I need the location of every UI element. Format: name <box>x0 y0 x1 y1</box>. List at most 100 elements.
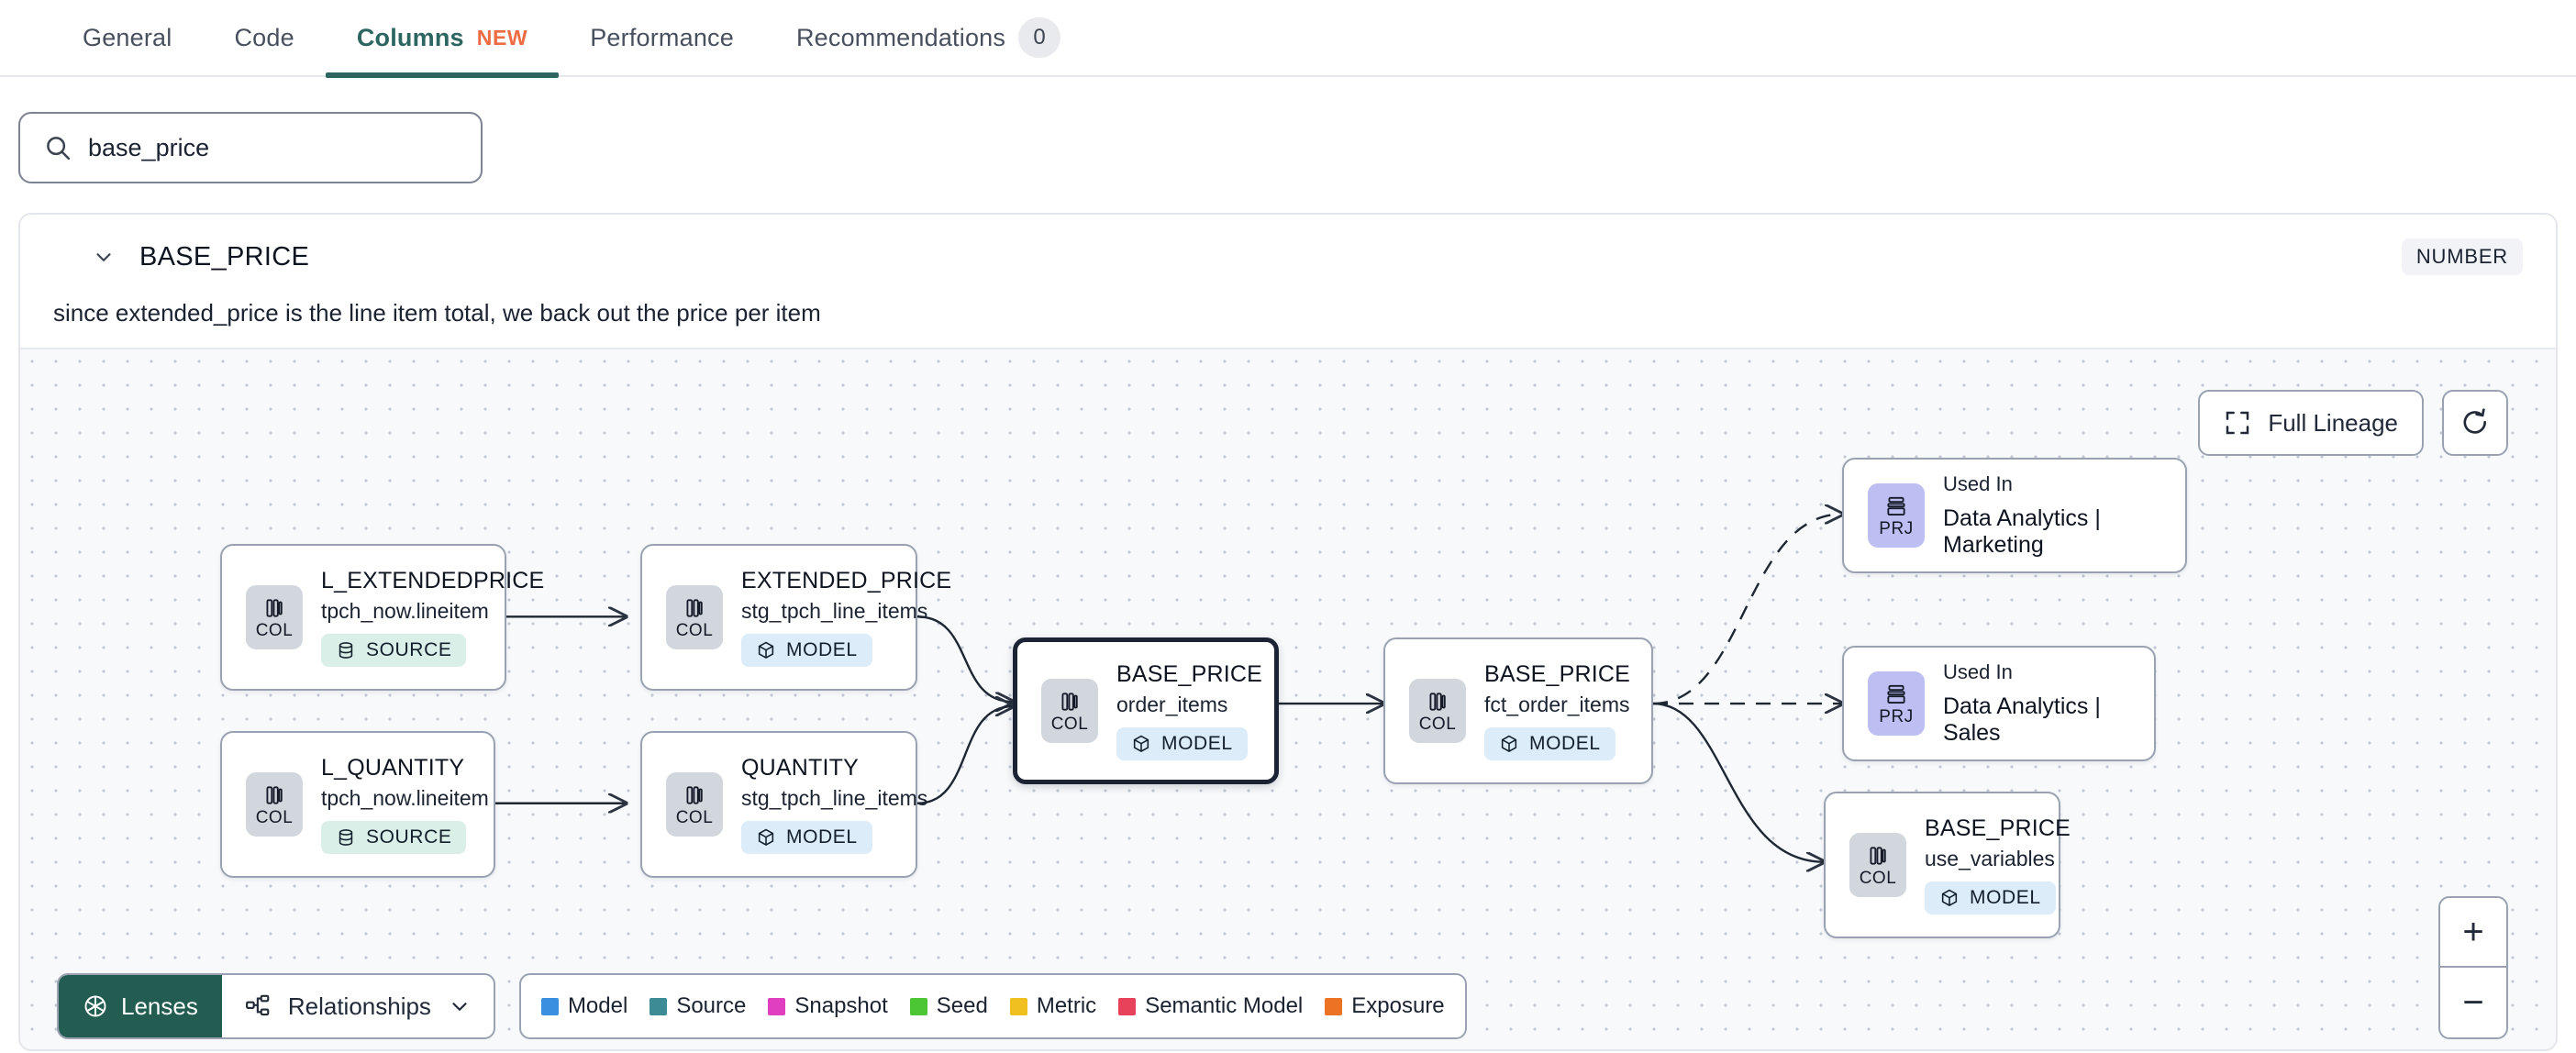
search-area <box>0 77 2576 183</box>
cube-icon <box>758 641 774 659</box>
full-lineage-button[interactable]: Full Lineage <box>2198 390 2424 456</box>
legend-item-metric: Metric <box>1009 993 1097 1019</box>
cube-icon <box>1133 735 1149 752</box>
zoom-in-button[interactable]: + <box>2440 898 2506 968</box>
columns-icon <box>686 785 703 804</box>
edge-fct-usevariables <box>1652 702 1824 862</box>
prj-badge-label: PRJ <box>1879 706 1914 726</box>
columns-icon <box>1061 692 1078 711</box>
lineage-node-extended-price[interactable]: COL EXTENDED_PRICE stg_tpch_line_items M… <box>640 544 951 691</box>
node-kind-tag: MODEL <box>741 634 872 667</box>
chevron-down-icon[interactable] <box>92 245 116 269</box>
node-title: BASE_PRICE <box>1116 661 1263 687</box>
tab-performance[interactable]: Performance <box>559 0 765 76</box>
column-type-badge: NUMBER <box>2401 238 2523 275</box>
legend-item-seed: Seed <box>909 993 988 1019</box>
node-body: Used In Data Analytics | Sales <box>1943 660 2130 747</box>
col-badge: COL <box>246 585 303 649</box>
search-box[interactable] <box>18 112 483 183</box>
column-header: BASE_PRICE NUMBER since extended_price i… <box>20 215 2556 348</box>
col-badge: COL <box>1041 679 1098 743</box>
node-kind-label: MODEL <box>1970 887 2041 908</box>
lineage-node-base-price-fct-order-items[interactable]: COL BASE_PRICE fct_order_items MODEL <box>1383 637 1653 784</box>
tab-label: General <box>83 23 172 51</box>
cube-icon <box>758 828 774 846</box>
node-body: L_EXTENDEDPRICE tpch_now.lineitem SOURCE <box>321 568 544 667</box>
lineage-canvas[interactable]: COL L_EXTENDEDPRICE tpch_now.lineitem SO… <box>20 348 2556 1051</box>
legend-swatch <box>540 997 559 1015</box>
aperture-icon <box>84 995 106 1017</box>
col-badge-label: COL <box>255 807 294 827</box>
columns-icon <box>1429 692 1446 711</box>
node-subtitle: tpch_now.lineitem <box>321 786 489 810</box>
node-kind-label: MODEL <box>1529 733 1601 754</box>
col-badge: COL <box>666 772 723 837</box>
col-badge: COL <box>666 585 723 649</box>
edge-extendedprice-baseprice <box>916 615 1013 702</box>
col-badge: COL <box>1409 679 1466 743</box>
tab-recommendations[interactable]: Recommendations 0 <box>765 0 1092 76</box>
lineage-node-quantity[interactable]: COL QUANTITY stg_tpch_line_items MODEL <box>640 731 927 878</box>
lenses-button[interactable]: Lenses <box>59 975 222 1037</box>
expand-icon <box>2226 411 2249 435</box>
full-lineage-label: Full Lineage <box>2268 408 2398 437</box>
tab-code[interactable]: Code <box>203 0 325 76</box>
search-input[interactable] <box>88 133 457 162</box>
tab-label: Performance <box>590 23 734 51</box>
node-body: BASE_PRICE order_items MODEL <box>1116 661 1262 760</box>
legend-label: Source <box>676 993 747 1018</box>
lenses-relationships-group: Lenses Relationships <box>57 973 495 1039</box>
legend-item-semantic-model: Semantic Model <box>1118 993 1303 1019</box>
edge-quantity-baseprice <box>916 706 1013 804</box>
legend-item-model: Model <box>540 993 628 1019</box>
relationships-icon <box>245 994 270 1016</box>
node-kind-label: MODEL <box>786 826 858 848</box>
legend-label: Model <box>567 993 628 1018</box>
lineage-node-base-price-use-variables[interactable]: COL BASE_PRICE use_variables MODEL <box>1824 792 2071 938</box>
legend-swatch <box>1118 997 1137 1015</box>
legend-label: Semantic Model <box>1145 993 1304 1018</box>
zoom-out-button[interactable]: − <box>2462 981 2484 1023</box>
prj-badge-label: PRJ <box>1879 518 1914 538</box>
legend-swatch <box>1009 997 1027 1015</box>
zoom-controls: + − <box>2438 896 2508 1039</box>
node-kind-tag: SOURCE <box>321 821 467 854</box>
used-in-label: Used In <box>1943 660 2013 683</box>
col-badge: COL <box>1849 833 1906 897</box>
node-subtitle: fct_order_items <box>1484 693 1630 716</box>
col-badge-label: COL <box>675 620 714 640</box>
legend-label: Metric <box>1036 993 1097 1018</box>
node-subtitle: order_items <box>1116 693 1228 716</box>
tab-general[interactable]: General <box>51 0 203 76</box>
lineage-node-used-in-sales[interactable]: PRJ Used In Data Analytics | Sales <box>1842 646 2156 761</box>
node-kind-tag: MODEL <box>1925 881 2056 914</box>
node-kind-tag: MODEL <box>1116 727 1248 760</box>
legend-swatch <box>768 997 786 1015</box>
col-badge-label: COL <box>255 620 294 640</box>
node-subtitle: use_variables <box>1925 847 2055 870</box>
node-title: BASE_PRICE <box>1484 661 1631 687</box>
node-kind-label: MODEL <box>786 639 858 660</box>
node-subtitle: stg_tpch_line_items <box>741 786 928 810</box>
lineage-edges <box>495 349 2556 1051</box>
node-title: QUANTITY <box>741 755 859 781</box>
node-kind-tag: SOURCE <box>321 634 467 667</box>
relationships-dropdown[interactable]: Relationships <box>222 975 494 1037</box>
edge-fct-prj-marketing <box>1652 515 1842 705</box>
lineage-node-used-in-marketing[interactable]: PRJ Used In Data Analytics | Marketing <box>1842 458 2187 573</box>
lineage-node-base-price-order-items[interactable]: COL BASE_PRICE order_items MODEL <box>1013 637 1279 784</box>
project-icon <box>1887 496 1905 515</box>
refresh-button[interactable] <box>2442 390 2508 456</box>
lenses-label: Lenses <box>121 992 198 1020</box>
column-title-row: BASE_PRICE NUMBER <box>53 238 2523 275</box>
column-description: since extended_price is the line item to… <box>53 299 821 327</box>
node-subtitle: tpch_now.lineitem <box>321 599 489 623</box>
columns-icon <box>1870 846 1886 865</box>
tab-columns[interactable]: Columns NEW <box>325 0 560 78</box>
used-in-label: Used In <box>1943 472 2013 495</box>
legend-swatch <box>650 997 668 1015</box>
lineage-node-l-quantity[interactable]: COL L_QUANTITY tpch_now.lineitem SOURCE <box>220 731 495 878</box>
lineage-node-l-extendedprice[interactable]: COL L_EXTENDEDPRICE tpch_now.lineitem SO… <box>220 544 544 691</box>
node-kind-label: MODEL <box>1161 733 1233 754</box>
chevron-down-icon <box>452 1003 467 1011</box>
